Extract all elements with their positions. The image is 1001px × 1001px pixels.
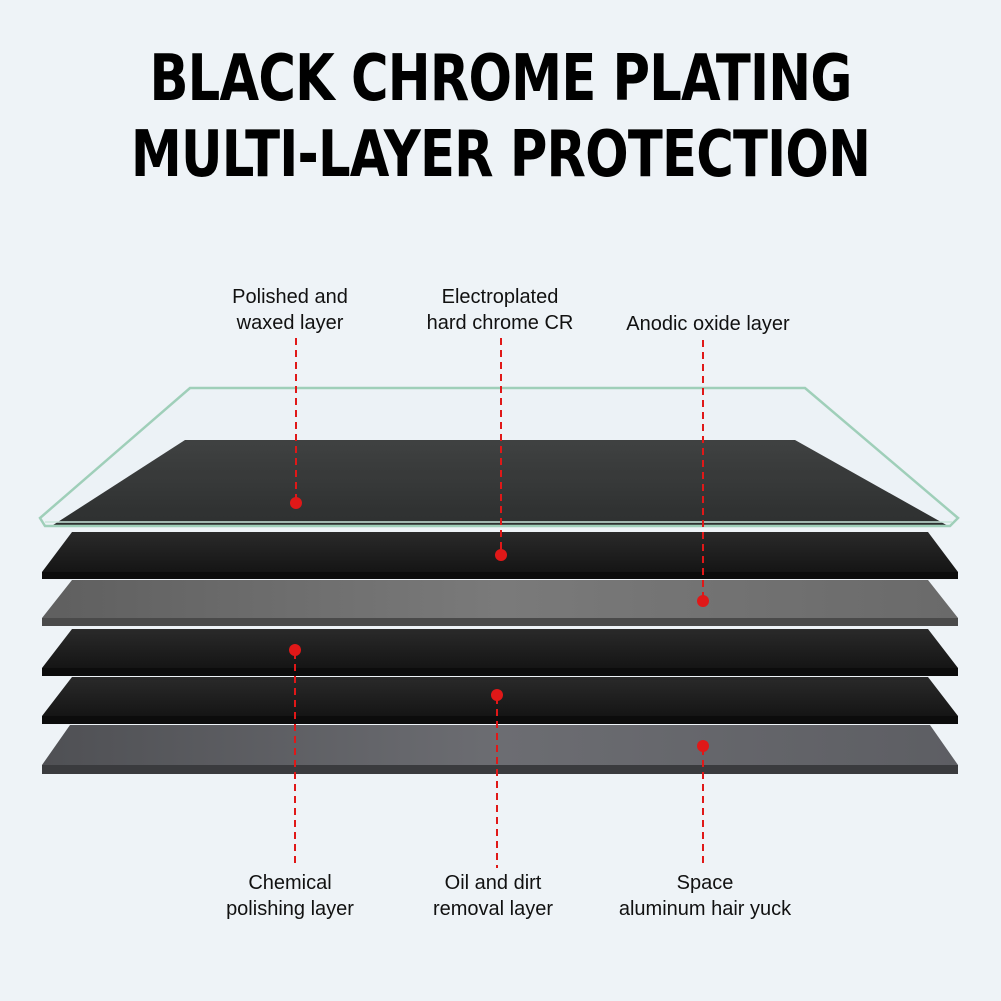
label-chemical-polishing: Chemical polishing layer — [180, 870, 400, 922]
label-space-aluminum: Space aluminum hair yuck — [585, 870, 825, 922]
marker-dot-chemical — [289, 644, 301, 656]
layer-chemical-polishing — [42, 629, 958, 676]
marker-dot-electroplated — [495, 549, 507, 561]
label-oil-dirt-line2: removal layer — [432, 898, 554, 920]
layer-oil-dirt-removal — [42, 677, 958, 724]
label-polished-waxed: Polished and waxed layer — [180, 284, 400, 336]
label-polished-waxed-line1: Polished and — [232, 286, 348, 308]
marker-dot-anodic — [697, 595, 709, 607]
title-line-2: MULTI-LAYER PROTECTION — [130, 118, 871, 192]
marker-lines — [294, 338, 704, 868]
label-oil-dirt-line1: Oil and dirt — [444, 872, 542, 894]
layer-anodic-oxide — [42, 580, 958, 626]
label-polished-waxed-line2: waxed layer — [236, 312, 344, 334]
label-electroplated-line1: Electroplated — [441, 286, 559, 308]
layer-aluminum — [42, 725, 958, 774]
marker-dots — [289, 497, 709, 752]
marker-dot-space — [697, 740, 709, 752]
label-electroplated-line2: hard chrome CR — [426, 312, 574, 334]
label-anodic-oxide-line1: Anodic oxide layer — [626, 313, 790, 335]
marker-dot-oil — [491, 689, 503, 701]
label-oil-dirt: Oil and dirt removal layer — [383, 870, 603, 922]
label-chemical-polishing-line1: Chemical — [248, 872, 332, 894]
label-electroplated: Electroplated hard chrome CR — [380, 284, 620, 336]
layer-glass — [38, 386, 960, 528]
label-space-aluminum-line2: aluminum hair yuck — [618, 898, 792, 920]
title-line-1: BLACK CHROME PLATING — [149, 42, 852, 116]
label-chemical-polishing-line2: polishing layer — [226, 898, 354, 920]
marker-dot-polished — [290, 497, 302, 509]
label-anodic-oxide: Anodic oxide layer — [588, 311, 828, 337]
label-space-aluminum-line1: Space — [676, 872, 734, 894]
